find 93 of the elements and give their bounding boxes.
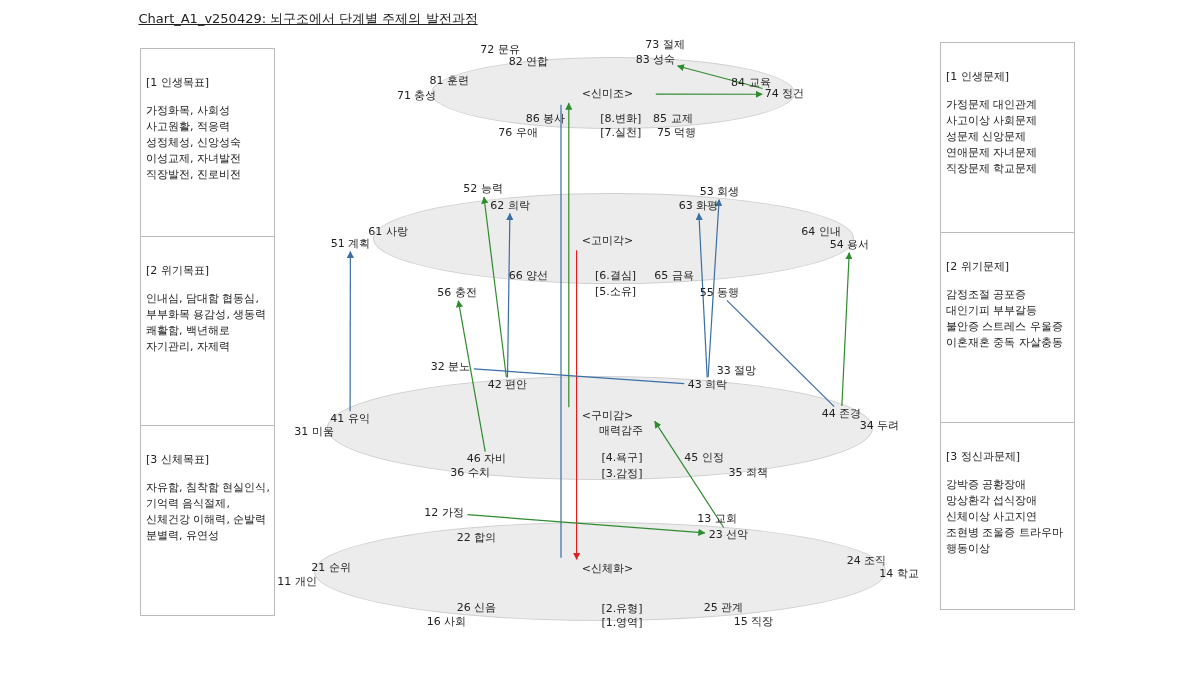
item-label: 44 존경 (820, 407, 863, 420)
item-label: 75 덕행 (655, 127, 698, 140)
arrow (467, 514, 706, 536)
item-label: 32 분노 (429, 361, 472, 374)
item-label: 74 정건 (763, 88, 806, 101)
item-label: 51 계획 (329, 237, 372, 250)
item-label: 82 연합 (508, 55, 550, 68)
panel-heading: [3 신체목표] (146, 451, 211, 468)
panel-heading: [3 정신과문제] (946, 448, 1022, 465)
item-label: 42 편안 (486, 379, 529, 392)
panel-text: 가정문제 대인관계 사고이상 사회문제 성문제 신앙문제 연애문제 자녀문제 직장문제 학교문제 (946, 97, 1039, 178)
item-label: [8.변화] (599, 113, 643, 125)
item-label: [7.실천] (599, 127, 643, 140)
panel-box (940, 42, 1075, 234)
item-label: 55 동행 (698, 287, 741, 300)
item-label: 24 조직 (845, 555, 888, 567)
arrow (573, 249, 581, 560)
item-label: 66 양선 (507, 270, 550, 283)
item-label: 43 희락 (686, 379, 729, 392)
item-label: [5.소유] (594, 285, 638, 298)
panel-heading: [1 인생문제] (946, 69, 1011, 86)
item-label: 81 훈련 (428, 75, 470, 88)
item-label: [6.결심] (594, 270, 638, 283)
panel-heading: [2 위기목표] (146, 263, 211, 279)
item-label: 85 교제 (652, 113, 694, 125)
item-label: 65 금욕 (653, 270, 695, 283)
item-label: [3.감정] (600, 467, 644, 480)
panel-box (140, 47, 275, 238)
item-label: 36 수치 (449, 466, 491, 479)
item-label: 21 순위 (310, 561, 352, 574)
item-label: 62 희락 (489, 199, 531, 212)
item-label: 34 두려 (859, 419, 901, 432)
item-label: [2.유형] (600, 603, 644, 616)
item-label: 54 용서 (828, 239, 871, 252)
item-label: 61 사랑 (367, 226, 409, 239)
item-label: 45 인정 (683, 452, 725, 465)
item-label: 25 관계 (702, 601, 745, 614)
arrow (481, 196, 507, 378)
item-label: 22 합의 (455, 531, 498, 544)
item-label: 매력감주 (597, 425, 644, 437)
panel-text: 가정화목, 사회성 사고원활, 적응력 성정체성, 신앙성숙 이성교제, 자녀발전 직장발전, 진로비전 (146, 102, 242, 183)
panel-box (140, 236, 275, 426)
arrow (455, 300, 486, 453)
item-label: 16 사회 (425, 616, 468, 629)
arrow (506, 212, 514, 378)
diagram-title: Chart_A1_v250429: 뇌구조에서 단계별 주제의 발전과정 (138, 9, 478, 28)
item-label: 31 미움 (293, 426, 335, 439)
arrow (565, 102, 573, 408)
connector-line (473, 368, 685, 385)
item-label: 33 절망 (715, 365, 758, 378)
item-label: 72 문유 (479, 44, 521, 57)
panel-heading: [1 인생목표] (146, 74, 211, 91)
panel-text: 인내심, 담대함 협동심, 부부화목 용감성, 생동력 쾌활함, 백년해로 자기관리, 자제력 (146, 291, 268, 355)
item-label: 12 가정 (423, 506, 465, 519)
arrow (346, 250, 354, 412)
item-label: 76 우애 (497, 127, 539, 140)
item-label: 56 충전 (436, 287, 478, 300)
panel-heading: [2 위기문제] (946, 259, 1011, 276)
panel-box (940, 421, 1075, 611)
panel-text: 강박증 공황장애 망상환각 섭식장애 신체이상 사고지연 조현병 조울증 트라우마 행동이상 (946, 476, 1064, 557)
item-label: 46 자비 (465, 453, 508, 466)
item-label: 52 능력 (462, 183, 504, 196)
item-label: 63 화평 (677, 199, 720, 212)
arrow (654, 420, 725, 529)
arrow (707, 199, 723, 378)
item-label: 83 성숙 (634, 54, 677, 67)
item-label: [1.영역] (600, 617, 644, 630)
item-label: 86 봉사 (524, 113, 567, 125)
arrow (695, 212, 708, 378)
item-label: 26 신음 (455, 601, 498, 614)
item-label: 23 선악 (707, 528, 750, 541)
layer-title: <신미조> (561, 88, 654, 100)
arrow (676, 64, 764, 90)
arrow (655, 90, 763, 98)
item-label: 41 유익 (329, 413, 371, 425)
item-label: 53 회생 (698, 185, 741, 198)
layer-title: <신체화> (561, 562, 654, 575)
arrow (841, 252, 853, 407)
panel-text: 감정조절 공포증 대인기피 부부갈등 불안증 스트레스 우울증 이혼재혼 중독 자살충동 (946, 287, 1064, 352)
item-label: 64 인내 (800, 226, 842, 239)
connector-line (560, 104, 562, 559)
layer-title: <구미감> (561, 410, 654, 423)
item-label: 14 학교 (878, 568, 920, 580)
panel-text: 자유함, 침착함 현실인식, 기억력 음식절제, 신체건강 이해력, 순발력 분별력, 유연성 (146, 479, 270, 544)
item-label: 15 직장 (732, 616, 775, 629)
layer-title: <고미각> (561, 234, 654, 247)
connector-line (726, 299, 835, 408)
item-label: 71 충성 (395, 89, 438, 102)
panel-box (940, 232, 1075, 424)
panel-box (140, 424, 275, 616)
item-label: [4.욕구] (600, 452, 644, 465)
item-label: 73 절제 (644, 38, 686, 51)
item-label: 35 죄책 (727, 466, 769, 479)
